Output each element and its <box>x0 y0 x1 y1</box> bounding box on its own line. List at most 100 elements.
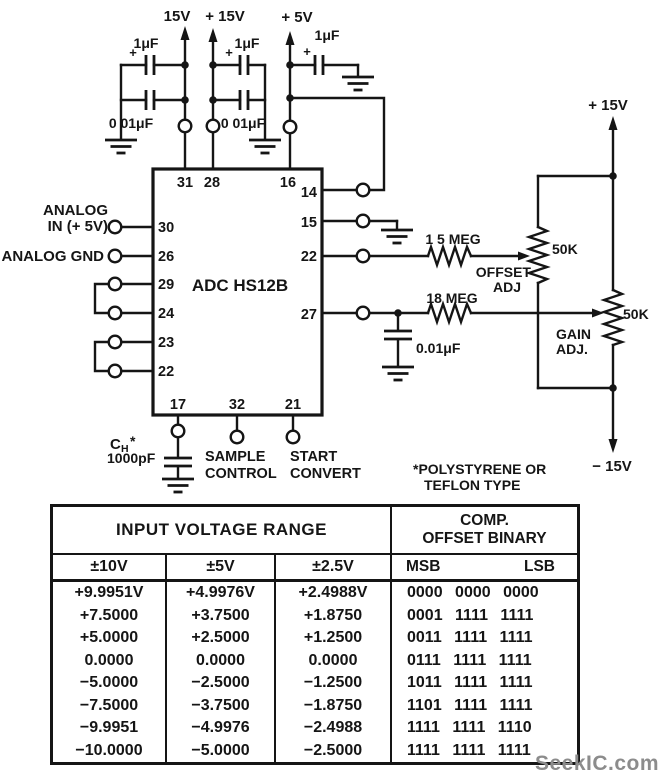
ground-icon <box>160 477 196 494</box>
pin-21: 21 <box>285 397 301 413</box>
label-cap-1uf: 1μF <box>315 27 340 43</box>
label-start-1: START <box>290 449 337 465</box>
label-note-1: *POLYSTYRENE OR <box>413 461 546 477</box>
capacitor-icon <box>382 329 414 341</box>
terminal-icon <box>355 182 371 198</box>
terminal-icon <box>107 305 123 321</box>
label-sample-2: CONTROL <box>205 466 277 482</box>
table-cell-binary: 1111 1111 1111 <box>390 739 577 762</box>
label-rail1: 15V <box>164 8 191 25</box>
table-cell: +1.2500 <box>274 627 390 650</box>
table-cell: 0.0000 <box>165 649 274 672</box>
label-note-2: TEFLON TYPE <box>424 477 520 493</box>
table-cell: −5.0000 <box>165 739 274 762</box>
label-start-2: CONVERT <box>290 466 361 482</box>
table-cell: +4.9976V <box>165 582 274 605</box>
terminal-icon <box>107 363 123 379</box>
label-polarity: + <box>129 45 137 60</box>
label-pot-50k: 50K <box>623 306 649 322</box>
pin-30: 30 <box>158 220 174 236</box>
resistor-icon <box>426 300 473 326</box>
table-cell-binary: 0001 1111 1111 <box>390 604 577 627</box>
table-cell-binary: 0111 1111 1111 <box>390 649 577 672</box>
terminal-icon <box>205 118 221 134</box>
ground-icon <box>247 138 283 155</box>
header-comp: COMP. <box>460 512 509 530</box>
label-offset-1: OFFSET <box>476 264 532 280</box>
footnote: *POLYSTYRENE OR TEFLON TYPE <box>413 461 546 493</box>
lsb-label: LSB <box>524 558 555 575</box>
supply-rail-pos15v: + 15V + 1μF 0 01μF <box>205 8 283 171</box>
bottom-pins: C H * 1000pF SAMPLE CONTROL START CONVER… <box>107 413 361 494</box>
table-cell: −2.5000 <box>165 672 274 695</box>
terminal-icon <box>282 119 298 135</box>
supply-rail-15v: 15V + 1μF 0 01μF <box>103 8 193 171</box>
wiper-arrow-icon <box>592 308 604 318</box>
label-polarity: + <box>303 44 311 59</box>
resistor-icon <box>426 243 473 269</box>
table-cell: −9.9951 <box>79 719 139 737</box>
terminal-icon <box>107 334 123 350</box>
up-arrow-icon <box>180 26 190 40</box>
table-cell: −2.4988 <box>274 717 390 740</box>
label-ch-value: 1000pF <box>107 450 156 466</box>
pin-15: 15 <box>301 215 317 231</box>
label-cap-001uf-dot: 0.01μF <box>416 340 461 356</box>
terminal-icon <box>107 248 123 264</box>
msb-label: MSB <box>406 558 441 575</box>
pin14-loop <box>288 96 386 198</box>
table-cell: −10.0000 <box>75 741 143 759</box>
offset-adjust-network: 1 5 MEG OFFSET ADJ 50K <box>320 174 615 390</box>
jumper-wire <box>93 282 110 315</box>
table-cell: −3.7500 <box>165 694 274 717</box>
adc-circuit-schematic: ADC HS12B 15V + 1μF 0 01μF + 15V + <box>2 8 649 494</box>
table-cell: +5.0000 <box>79 629 139 647</box>
down-arrow-icon <box>608 439 618 453</box>
label-ch-h: H <box>121 443 129 455</box>
wiper-arrow-icon <box>518 251 530 261</box>
table-cell: −7.5000 <box>79 696 139 714</box>
label-r-offset: 1 5 MEG <box>425 231 480 247</box>
label-analog-in-2: IN (+ 5V) <box>48 218 108 235</box>
up-arrow-icon <box>285 31 295 45</box>
label-rail3: + 5V <box>281 9 312 26</box>
label-ch-c: C <box>110 436 121 453</box>
capacitor-icon <box>162 456 194 468</box>
table-header-comp-offset-binary: COMP. OFFSET BINARY <box>390 507 577 555</box>
capacitor-icon <box>313 53 325 77</box>
terminal-icon <box>355 305 371 321</box>
table-cell: +2.4988V <box>274 582 390 605</box>
col-header-msb-lsb: MSB LSB <box>390 555 577 582</box>
watermark: SeekIC.com <box>535 752 660 775</box>
table-cell: +3.7500 <box>165 604 274 627</box>
potentiometer-icon <box>600 288 626 347</box>
label-cap-001uf: 0 01μF <box>221 115 266 131</box>
ground-icon <box>379 228 415 245</box>
table-header-input-voltage-range: INPUT VOLTAGE RANGE <box>53 507 390 555</box>
pin-numbers: 31 28 16 14 15 22 27 30 26 29 24 23 22 1… <box>158 175 317 413</box>
voltage-binary-table: INPUT VOLTAGE RANGE COMP. OFFSET BINARY … <box>50 504 580 765</box>
gain-adjust-network: 18 MEG 0.01μF <box>320 290 604 382</box>
pin-29: 29 <box>158 277 174 293</box>
header-offset-binary: OFFSET BINARY <box>422 530 547 547</box>
pin-27: 27 <box>301 307 317 323</box>
table-cell: +9.9951V <box>74 584 144 602</box>
pin-32: 32 <box>229 397 245 413</box>
pin-23: 23 <box>158 335 174 351</box>
table-cell: −2.5000 <box>274 739 390 762</box>
col-header-2-5v: ±2.5V <box>274 555 390 582</box>
terminal-icon <box>355 248 371 264</box>
terminal-icon <box>170 423 186 439</box>
capacitor-icon <box>238 88 250 112</box>
col-header-10v: ±10V <box>53 555 165 582</box>
label-cap-1uf: 1μF <box>235 35 260 51</box>
pin-28: 28 <box>204 175 220 191</box>
table-cell: −1.2500 <box>274 672 390 695</box>
gain-adjust-rail: + 15V − 15V 50K GAIN ADJ. <box>536 97 649 475</box>
table-cell: 0.0000 <box>84 651 134 669</box>
terminal-icon <box>107 219 123 235</box>
table-cell: −5.0000 <box>79 674 139 692</box>
terminal-icon <box>107 276 123 292</box>
ic-adc-hs12b: ADC HS12B <box>151 167 324 417</box>
